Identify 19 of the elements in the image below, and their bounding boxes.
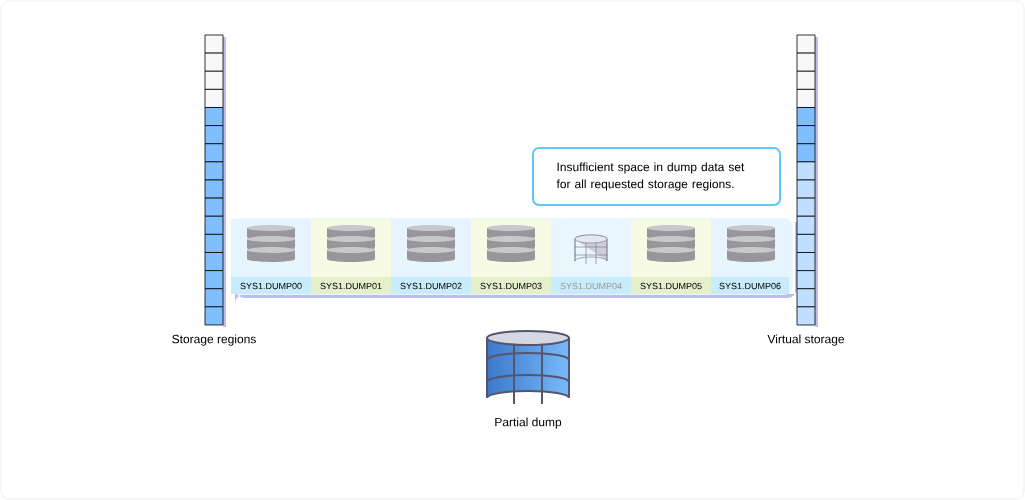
database-caption: Partial dump <box>495 417 562 429</box>
column-caption: Virtual storage <box>767 334 844 346</box>
dataset-cell: SYS1.DUMP02 <box>391 219 471 294</box>
node-label: SYS1.DUMP01 <box>320 282 382 290</box>
column-caption: Storage regions <box>172 334 256 346</box>
node-label: SYS1.DUMP00 <box>240 282 302 290</box>
dataset-cell: SYS1.DUMP04 <box>551 219 631 294</box>
dataset-cell: SYS1.DUMP01 <box>311 219 391 294</box>
dataset-cell: SYS1.DUMP00 <box>231 219 311 294</box>
memory-column <box>796 34 818 327</box>
dataset-cell: SYS1.DUMP05 <box>631 219 711 294</box>
node-label: SYS1.DUMP03 <box>480 282 542 290</box>
callout-box: Insufficient space in dump data set for all requested storage regions. <box>532 147 781 206</box>
database-drawing <box>486 330 570 405</box>
node-label: SYS1.DUMP06 <box>719 282 781 290</box>
storage-column <box>204 34 226 327</box>
node-label: SYS1.DUMP05 <box>640 282 702 290</box>
dataset-cell: SYS1.DUMP06 <box>711 219 789 294</box>
dataset-cell: SYS1.DUMP03 <box>471 219 551 294</box>
